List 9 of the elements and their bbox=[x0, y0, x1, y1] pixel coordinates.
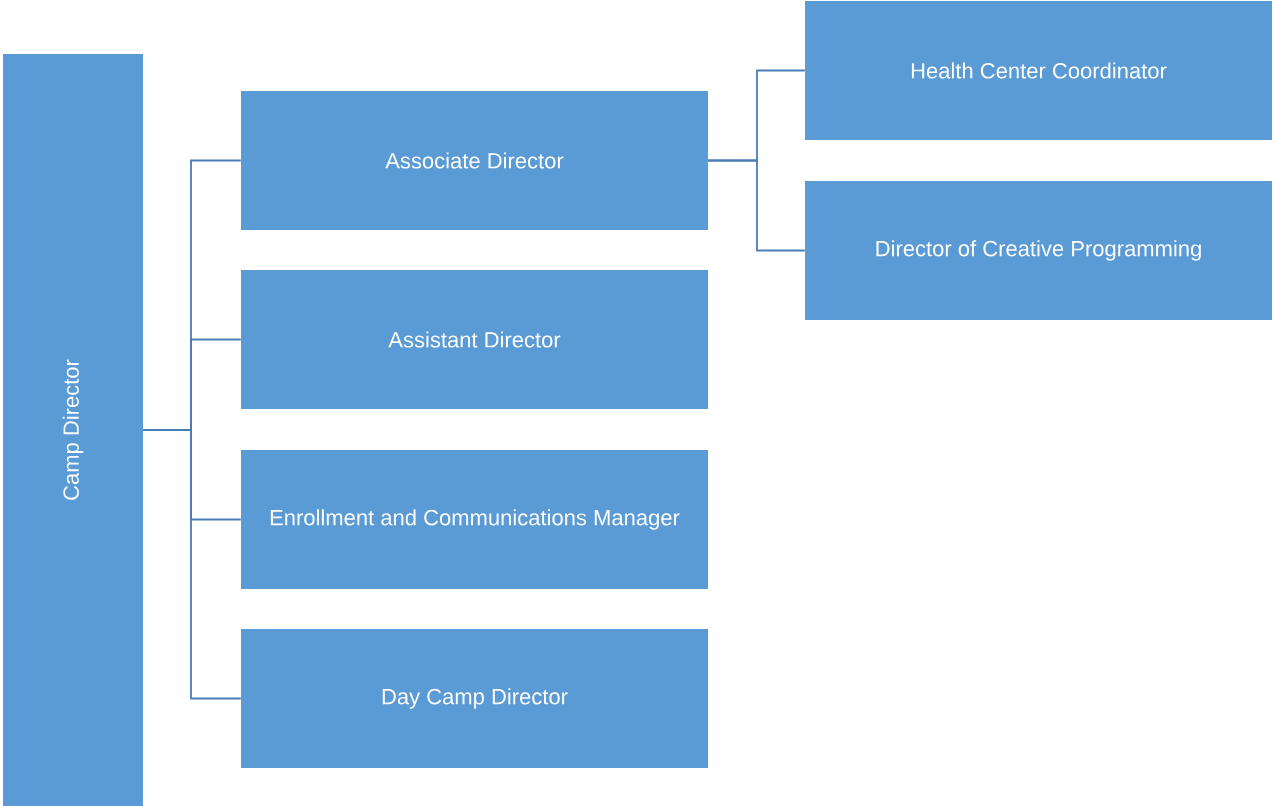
org-box: Associate Director bbox=[241, 91, 708, 230]
org-box: Day Camp Director bbox=[241, 629, 708, 768]
connector-line bbox=[142, 429, 242, 700]
org-box: Health Center Coordinator bbox=[805, 1, 1272, 140]
org-box: Director of Creative Programming bbox=[805, 181, 1272, 320]
connector-line bbox=[707, 159, 806, 252]
org-box: Enrollment and Communications Manager bbox=[241, 450, 708, 589]
org-box: Assistant Director bbox=[241, 270, 708, 409]
org-box: Camp Director bbox=[3, 54, 143, 806]
